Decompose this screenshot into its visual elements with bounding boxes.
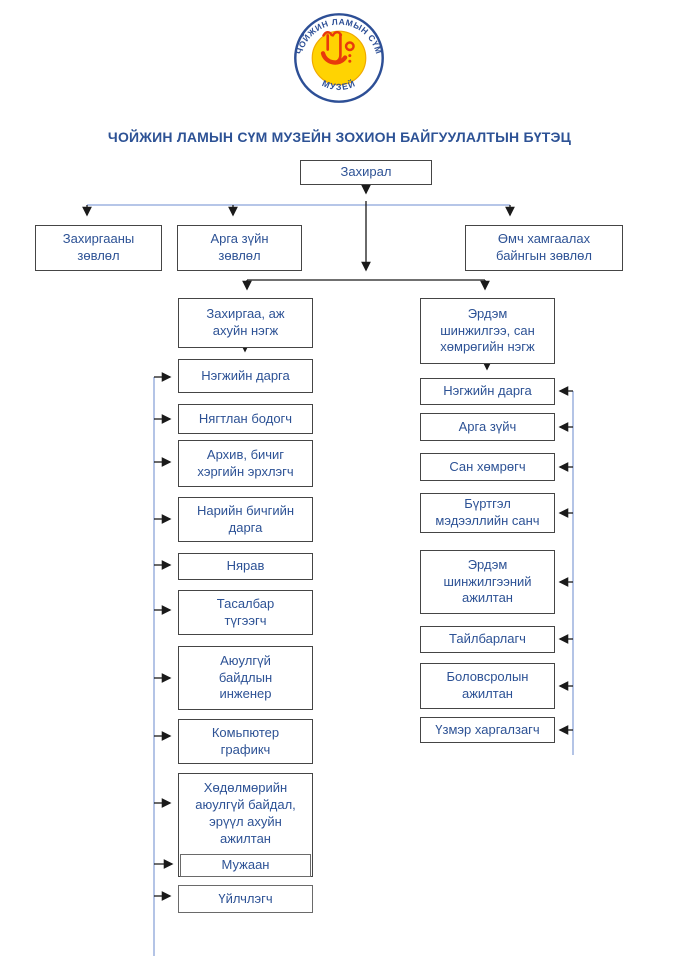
connector-right-spine: [558, 386, 574, 755]
page-title: ЧОЙЖИН ЛАМЫН СҮМ МУЗЕЙН ЗОХИОН БАЙГУУЛАЛ…: [107, 129, 572, 145]
org-node-unit-head-left: Нэгжийн дарга: [178, 359, 313, 393]
org-node-education-worker: Боловсролын ажилтан: [420, 663, 555, 709]
org-node-guide: Тайлбарлагч: [420, 626, 555, 653]
org-node-secretary: Нарийн бичгийн дарга: [178, 497, 313, 542]
org-node-archivist: Архив, бичиг хэргийн эрхлэгч: [178, 440, 313, 487]
lantsa-seal-icon: [320, 30, 355, 65]
org-node-methodologist: Арга зүйч: [420, 413, 555, 441]
org-node-registrar: Бүртгэл мэдээллийн санч: [420, 493, 555, 533]
org-node-admin-unit: Захиргаа, аж ахуйн нэгж: [178, 298, 313, 348]
org-node-researcher: Эрдэм шинжилгээний ажилтан: [420, 550, 555, 614]
org-node-fund-curator: Сан хөмрөгч: [420, 453, 555, 481]
connector-left-spine: [153, 372, 174, 956]
org-node-cleaner: Үйлчлэгч: [178, 885, 313, 913]
org-node-ticket-distributor: Тасалбар түгээгч: [178, 590, 313, 635]
seal-bottom-text: МУЗЕЙ: [321, 77, 358, 92]
org-node-accountant: Нягтлан бодогч: [178, 404, 313, 434]
org-node-carpenter: Мужаан: [180, 854, 311, 877]
org-node-research-unit: Эрдэм шинжилгээ, сан хөмрөгийн нэгж: [420, 298, 555, 364]
org-node-storekeeper: Нярав: [178, 553, 313, 580]
org-node-unit-head-right: Нэгжийн дарга: [420, 378, 555, 405]
org-node-safety-engineer: Аюулгүй байдлын инженер: [178, 646, 313, 710]
org-node-property-council: Өмч хамгаалах байнгын зөвлөл: [465, 225, 623, 271]
org-node-admin-council: Захиргааны зөвлөл: [35, 225, 162, 271]
org-node-computer-graphic: Комьпютер графикч: [178, 719, 313, 764]
org-node-director: Захирал: [300, 160, 432, 185]
museum-seal-logo: ЧОЙЖИН ЛАМЫН СҮМ МУЗЕЙ: [294, 13, 384, 103]
org-node-exhibit-attendant: Үзмэр харгалзагч: [420, 717, 555, 743]
org-node-methodology-council: Арга зүйн зөвлөл: [177, 225, 302, 271]
